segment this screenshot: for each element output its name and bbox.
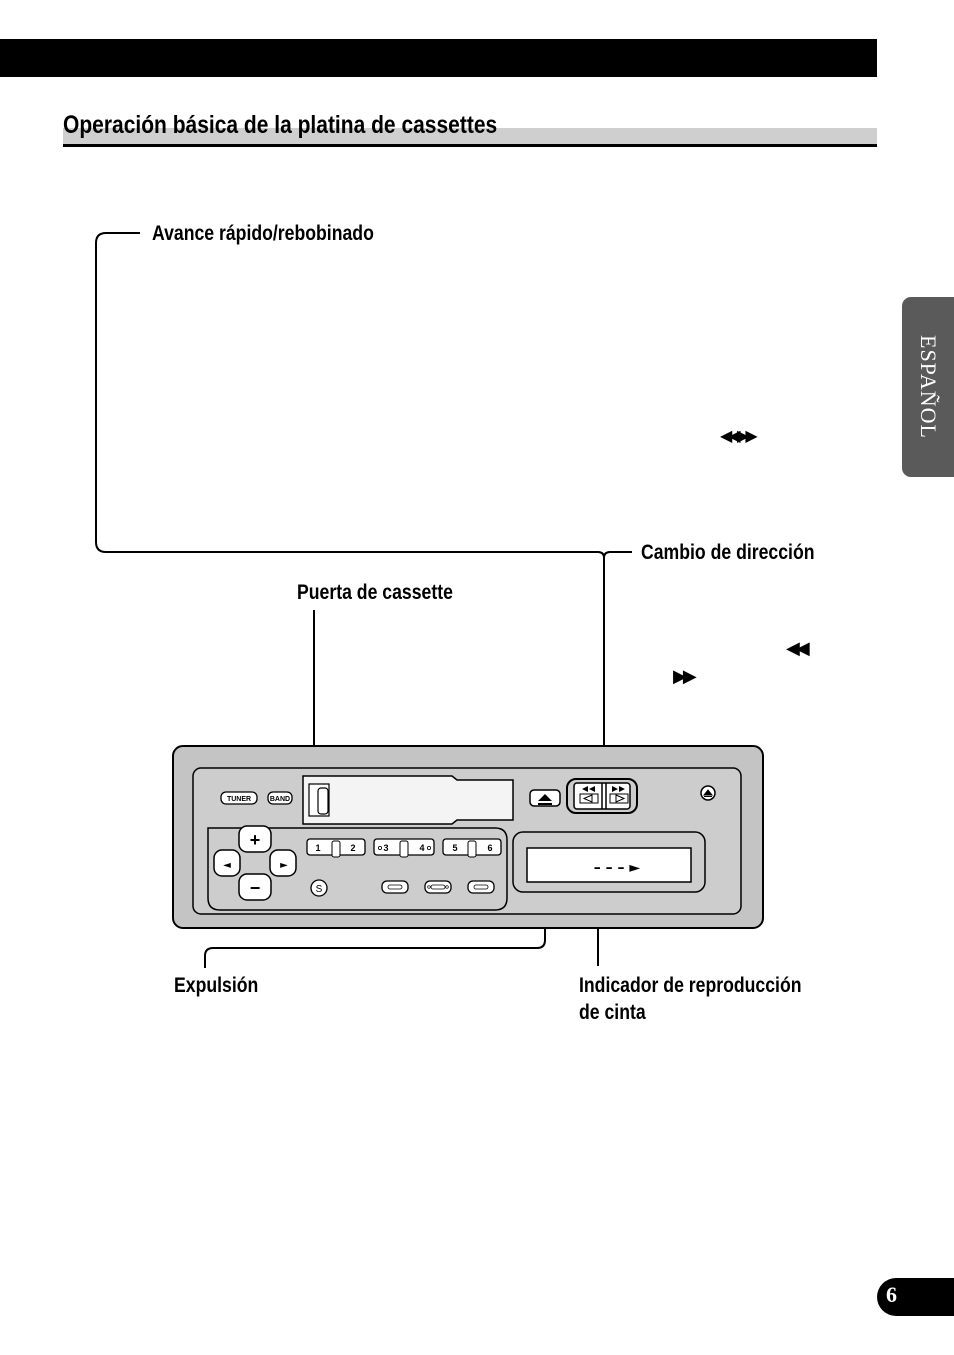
- display-screen: [526, 847, 692, 883]
- preset-3-label: 3: [383, 843, 388, 853]
- volume-up-button[interactable]: [238, 825, 272, 853]
- s-button[interactable]: [310, 879, 328, 897]
- label-indicator-line2: de cinta: [579, 1001, 646, 1024]
- label-indicator-line1: Indicador de reproducción: [579, 974, 802, 997]
- leader-lines: [95, 232, 632, 968]
- plus-icon: +: [250, 830, 261, 850]
- eject-icon: [538, 794, 552, 805]
- band-button[interactable]: [267, 791, 293, 805]
- tuner-label: TUNER: [227, 796, 251, 803]
- right-arrow-icon: ►: [280, 860, 288, 871]
- tuner-button[interactable]: [220, 791, 258, 805]
- cassette-door[interactable]: [302, 775, 514, 825]
- leader-direction: [603, 551, 632, 559]
- minus-icon: −: [250, 878, 261, 898]
- title-rule: [63, 144, 877, 147]
- direction-right-icon: [615, 794, 626, 803]
- ff-symbol: ▶▶: [673, 666, 697, 686]
- s-label: S: [316, 884, 323, 895]
- header-bar: [0, 39, 877, 77]
- language-tab: ESPAÑOL: [902, 297, 954, 477]
- label-door: Puerta de cassette: [297, 581, 453, 604]
- volume-down-button[interactable]: [238, 873, 272, 901]
- function-button-3[interactable]: [467, 880, 495, 894]
- leader-fast-forward: [95, 232, 605, 559]
- function-button-2[interactable]: [424, 880, 452, 894]
- preset-2-label: 2: [350, 843, 355, 853]
- rew-icon: [582, 786, 595, 792]
- detach-icon: [702, 789, 714, 797]
- band-label: BAND: [270, 796, 290, 803]
- preset-1-label: 1: [315, 843, 320, 853]
- seek-left-button[interactable]: [213, 849, 241, 877]
- direction-left-icon: [582, 794, 593, 803]
- rew-ff-symbols: ◀◀ ▶▶: [720, 428, 758, 445]
- seek-right-button[interactable]: [269, 849, 297, 877]
- page-title: Operación básica de la platina de casset…: [63, 111, 498, 139]
- label-eject: Expulsión: [174, 974, 259, 997]
- preset-4-label: 4: [419, 843, 424, 853]
- function-button-1[interactable]: [381, 880, 409, 894]
- tape-play-indicator: – – – ►: [594, 860, 641, 876]
- left-arrow-icon: ◄: [223, 860, 231, 871]
- ff-icon: [612, 786, 625, 792]
- preset-6-label: 6: [487, 843, 492, 853]
- label-direction: Cambio de dirección: [641, 541, 815, 564]
- rew-symbol: ◀◀: [786, 638, 810, 658]
- preset-buttons: 1 2 3 4 5 6: [306, 838, 502, 858]
- door-handle: [317, 787, 329, 815]
- leader-eject: [204, 806, 546, 968]
- label-fast-forward: Avance rápido/rebobinado: [152, 222, 374, 245]
- page-number-tab: 6: [877, 1278, 954, 1316]
- page-number: 6: [886, 1282, 897, 1307]
- title-band: [63, 128, 877, 145]
- preset-5-label: 5: [452, 843, 457, 853]
